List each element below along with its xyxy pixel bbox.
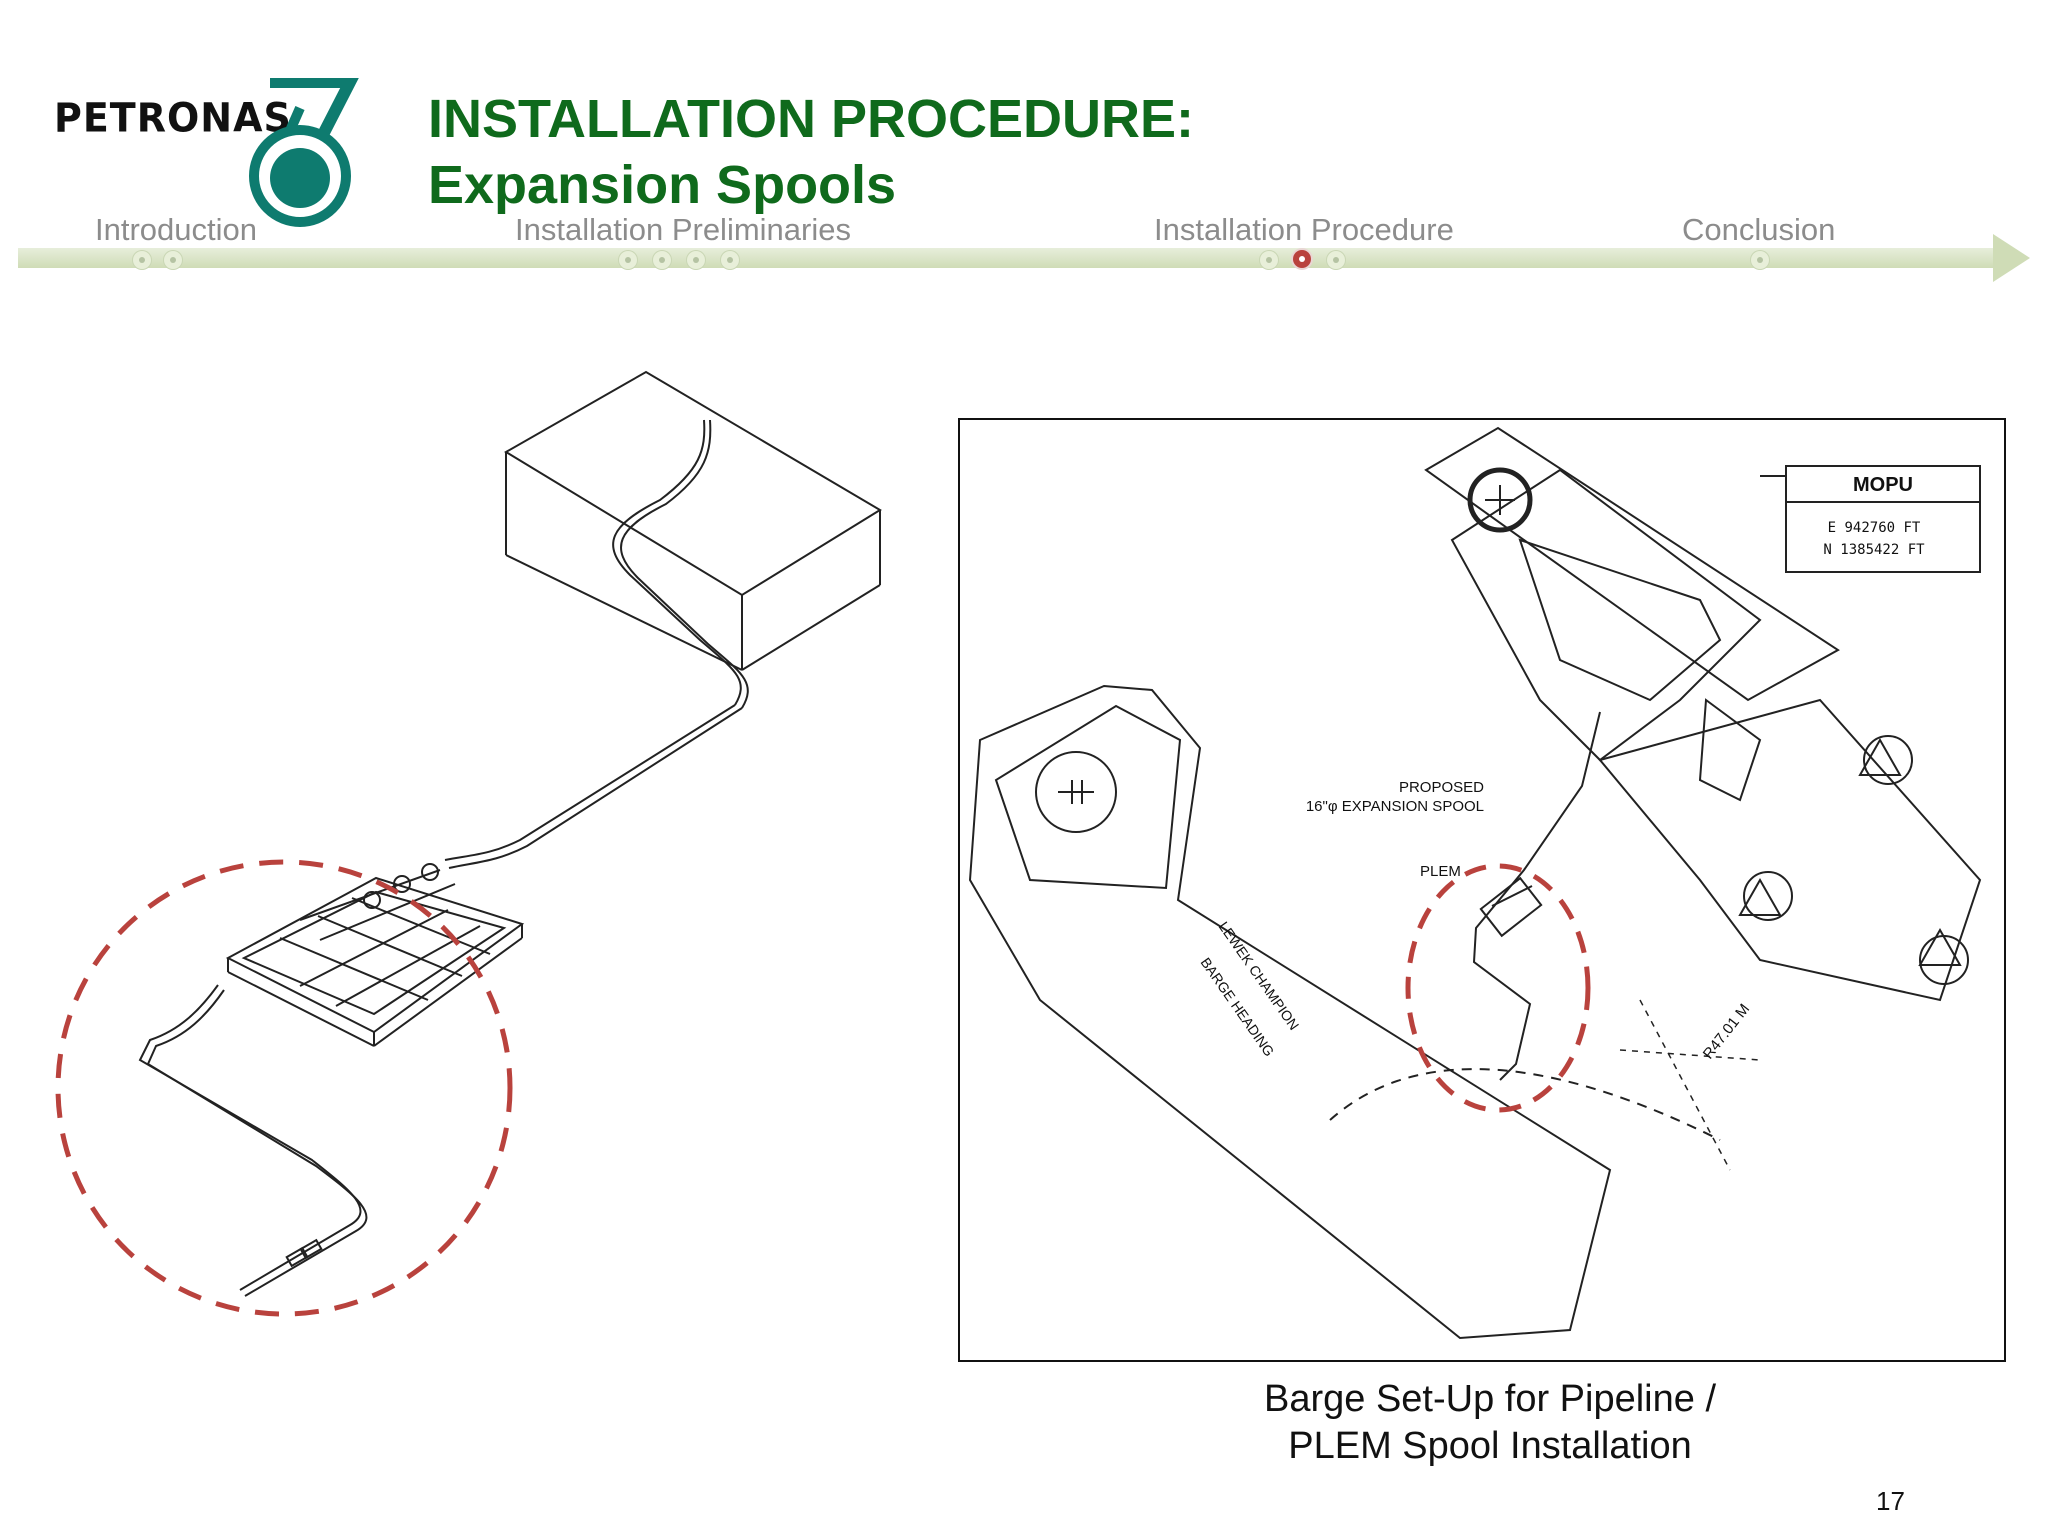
- petronas-logo-icon: [249, 78, 359, 227]
- nav-section-conclusion[interactable]: Conclusion: [1682, 212, 1836, 247]
- page-number: 17: [1876, 1486, 1905, 1516]
- mopu-title: MOPU: [1853, 474, 1913, 496]
- slide-subtitle: Expansion Spools: [428, 155, 897, 215]
- nav-dot[interactable]: [164, 251, 182, 269]
- nav-dot[interactable]: [133, 251, 151, 269]
- slide-title: INSTALLATION PROCEDURE:: [428, 89, 1194, 149]
- barge-setup-drawing-frame: [958, 418, 2006, 1362]
- progress-arrow-bar: [18, 234, 2030, 282]
- nav-dot[interactable]: [687, 251, 705, 269]
- company-logo-text: PETRONAS: [54, 94, 292, 142]
- nav-dot[interactable]: [721, 251, 739, 269]
- mopu-easting: E 942760 FT: [1828, 520, 1921, 536]
- nav-dot[interactable]: [653, 251, 671, 269]
- nav-dot[interactable]: [1327, 251, 1345, 269]
- nav-dot[interactable]: [1260, 251, 1278, 269]
- figure-caption: Barge Set-Up for Pipeline / PLEM Spool I…: [1230, 1376, 1750, 1470]
- radius-label: R47.01 M: [1700, 1001, 1753, 1063]
- nav-dot[interactable]: [619, 251, 637, 269]
- expansion-spool-label: 16"φ EXPANSION SPOOL: [1306, 798, 1484, 815]
- nav-section-introduction[interactable]: Introduction: [95, 212, 257, 247]
- barge-setup-drawing: MOPU E 942760 FT N 1385422 FT PROPOSED 1…: [968, 426, 1982, 1340]
- vessel-name-label: LEWEK CHAMPION: [1216, 919, 1303, 1033]
- mopu-northing: N 1385422 FT: [1823, 542, 1925, 558]
- nav-section-installation-procedure[interactable]: Installation Procedure: [1154, 212, 1454, 247]
- plem-label: PLEM: [1420, 863, 1461, 880]
- nav-dot[interactable]: [1751, 251, 1769, 269]
- isometric-spool-drawing: [55, 370, 882, 1317]
- proposed-label: PROPOSED: [1399, 779, 1484, 796]
- caption-line-1: Barge Set-Up for Pipeline /: [1263, 1378, 1716, 1420]
- nav-section-installation-preliminaries[interactable]: Installation Preliminaries: [515, 212, 851, 247]
- caption-line-2: PLEM Spool Installation: [1288, 1425, 1692, 1467]
- nav-dot-active[interactable]: [1293, 250, 1311, 268]
